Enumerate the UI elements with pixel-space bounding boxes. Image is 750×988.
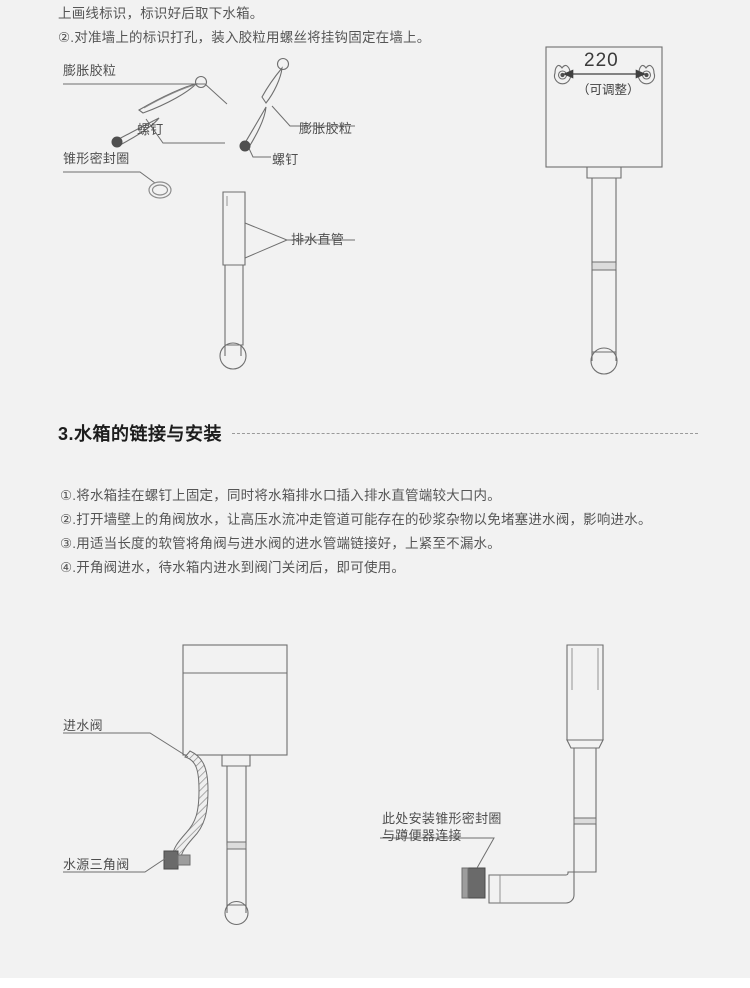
- label-cone-seal-note-line-1: 此处安装锥形密封圈: [382, 811, 502, 826]
- install-pipe-right-icon: [380, 644, 604, 904]
- step-item-3: ③.用适当长度的软管将角阀与进水阀的进水管端链接好，上紧至不漏水。: [60, 536, 501, 551]
- screw-left-icon: [111, 117, 225, 148]
- dimension-note-adjustable: （可调整）: [577, 83, 640, 97]
- section-title: 3.水箱的链接与安装: [58, 424, 223, 444]
- label-cone-seal-ring: 锥形密封圈: [63, 151, 130, 166]
- expansion-plug-left-icon: [63, 75, 228, 114]
- label-screw-right: 螺钉: [272, 152, 299, 167]
- label-drain-straight-pipe: 排水直管: [291, 232, 345, 247]
- step-item-4: ④.开角阀进水，待水箱内进水到阀门关闭后，即可使用。: [60, 560, 406, 575]
- label-expansion-plug-left: 膨胀胶粒: [63, 63, 117, 78]
- step-item-2: ②.打开墙壁上的角阀放水，让高压水流冲走管道可能存在的砂浆杂物以免堵塞进水阀，影…: [60, 512, 652, 527]
- top-text-line-2: ②.对准墙上的标识打孔，装入胶粒用螺丝将挂钩固定在墙上。: [58, 30, 431, 45]
- cone-seal-ring-icon: [63, 171, 172, 199]
- install-cistern-left-icon: [63, 644, 288, 926]
- label-source-angle-valve: 水源三角阀: [63, 857, 130, 872]
- expansion-plug-right-icon: [261, 57, 355, 127]
- label-screw-left: 螺钉: [137, 122, 164, 137]
- dimension-value-220: 220: [584, 50, 619, 71]
- label-inlet-valve: 进水阀: [63, 718, 103, 733]
- screw-right-icon: [239, 106, 271, 158]
- top-text-line-1: 上画线标识，标识好后取下水箱。: [58, 6, 264, 21]
- label-cone-seal-note-line-2: 与蹲便器连接: [382, 828, 462, 843]
- section-divider: [232, 433, 698, 434]
- step-item-1: ①.将水箱挂在螺钉上固定，同时将水箱排水口插入排水直管端较大口内。: [60, 488, 501, 503]
- label-expansion-plug-right: 膨胀胶粒: [299, 121, 353, 136]
- drain-straight-pipe-icon: [219, 191, 355, 370]
